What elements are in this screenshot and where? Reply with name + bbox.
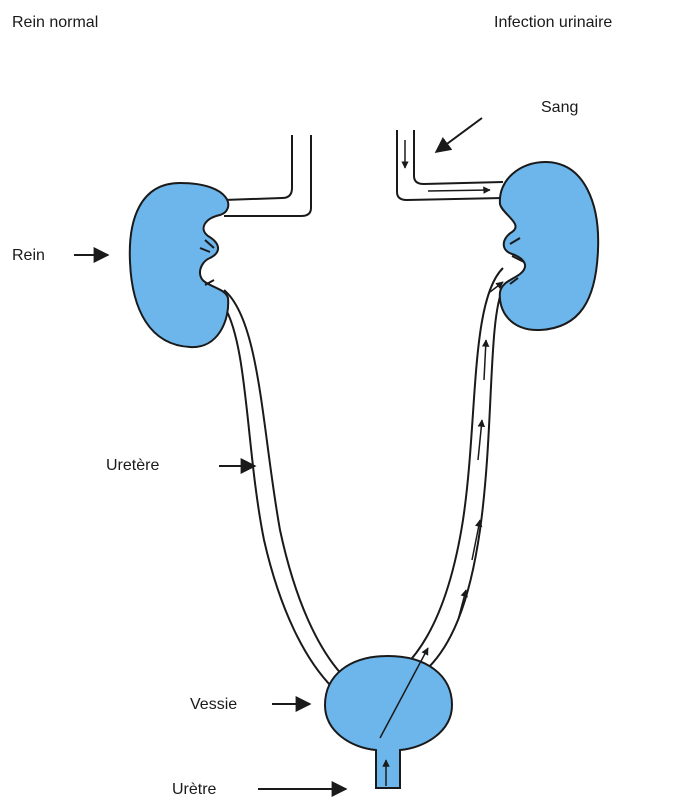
label-bladder: Vessie	[190, 696, 237, 713]
right-ureter	[403, 268, 503, 675]
arrow-blood	[436, 118, 482, 152]
left-blood-vessel	[224, 135, 311, 216]
label-ureter: Uretère	[106, 457, 159, 474]
right-kidney	[500, 162, 598, 330]
left-ureter	[224, 290, 345, 688]
label-urethra: Urètre	[172, 781, 217, 798]
left-kidney	[130, 183, 229, 347]
label-blood: Sang	[541, 99, 578, 116]
label-kidney: Rein	[12, 247, 45, 264]
heading-urinary-infection: Infection urinaire	[494, 14, 612, 31]
heading-normal-kidney: Rein normal	[12, 14, 98, 31]
